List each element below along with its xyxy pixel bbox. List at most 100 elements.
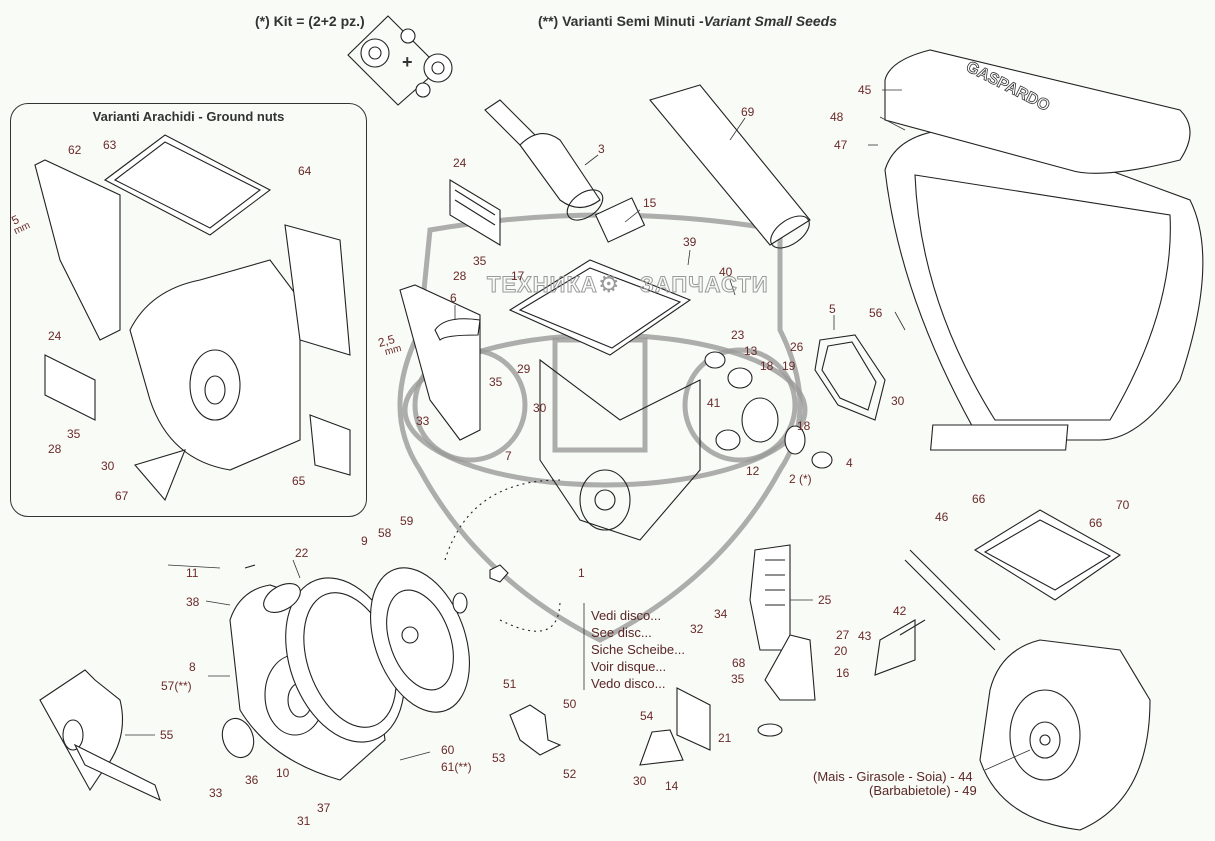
cover-25 (749, 544, 926, 737)
gear-set (704, 351, 833, 469)
part-label: 47 (834, 138, 848, 152)
part-label: 32 (690, 622, 704, 636)
part-label: 51 (503, 677, 517, 691)
part-label: 39 (683, 235, 697, 249)
part-label: 23 (731, 328, 745, 342)
part-label: 11 (186, 566, 199, 580)
part-label: 12 (746, 464, 760, 478)
part-label: 40 (719, 265, 733, 279)
part-label: 30 (891, 394, 905, 408)
tube-3 (484, 99, 646, 243)
part-label: 30 (533, 401, 547, 415)
part-label: 62 (68, 143, 82, 157)
part-label: 20 (834, 644, 848, 658)
part-label: 42 (893, 604, 907, 618)
central-frame (508, 259, 701, 541)
part-label: 30 (101, 459, 115, 473)
part-label: 13 (744, 344, 758, 358)
gear-kit-icon: + (347, 15, 453, 106)
part-label: 56 (869, 306, 883, 320)
part-label: 69 (741, 105, 755, 119)
part-label: 60 (441, 743, 455, 757)
part-label: 37 (317, 801, 331, 815)
part-label: 61(**) (441, 760, 472, 774)
part-label: 26 (790, 340, 804, 354)
part-label: 24 (453, 156, 467, 170)
part-label: 3 (598, 142, 605, 156)
part-label: 10 (276, 766, 290, 780)
disc-note-es: Vedo disco... (591, 676, 666, 691)
metering-unit-44 (904, 509, 1151, 831)
seed-disc (444, 479, 561, 632)
part-label: 36 (245, 773, 259, 787)
part-label: 66 (972, 492, 986, 506)
part-label: 48 (830, 110, 844, 124)
part-label: 68 (732, 656, 746, 670)
part-label: 16 (836, 666, 850, 680)
leader-lines (125, 89, 1031, 771)
disc-note: Vedi disco... See disc... Siche Scheibe.… (591, 607, 685, 692)
part-label: 14 (665, 779, 679, 793)
part-label: 53 (492, 751, 506, 765)
part-label: 50 (563, 697, 577, 711)
part-label: 29 (517, 362, 531, 376)
part-label: 28 (453, 269, 467, 283)
watermark-right-text: ЗАПЧАСТИ (640, 272, 769, 298)
part-label: 57(**) (161, 679, 192, 693)
groundnut-variant-drawing (34, 134, 351, 502)
part-label: 9 (361, 534, 368, 548)
disc-note-de: Siche Scheibe... (591, 642, 685, 657)
part-label: 64 (298, 164, 312, 178)
part-label: 6 (450, 291, 457, 305)
part-label: 4 (846, 456, 853, 470)
variant-note-line1: (Mais - Girasole - Soia) - 44 (813, 769, 973, 784)
variant-english: Variant Small Seeds (703, 13, 838, 29)
part-label: 8 (189, 660, 196, 674)
part-label: 38 (186, 595, 200, 609)
part-label: 1 (578, 566, 585, 580)
part-label: 28 (48, 442, 62, 456)
watermark-left-text: ТЕХНИКА (487, 272, 598, 298)
part-label: 43 (858, 629, 872, 643)
part-label: 70 (1116, 498, 1130, 512)
part-label: 22 (295, 546, 309, 560)
part-label: 35 (731, 672, 745, 686)
part-label: 19 (782, 359, 796, 373)
gear-icon: ⚙ (598, 271, 620, 298)
part-label: 2 (*) (789, 472, 812, 486)
part-label: 63 (103, 138, 117, 152)
part-label: 34 (714, 607, 728, 621)
part-label: 35 (67, 427, 81, 441)
part-label: 33 (416, 414, 430, 428)
small-parts (509, 687, 711, 766)
part-label: 65 (292, 474, 306, 488)
gasket-5 (814, 334, 886, 421)
part-label: 18 (760, 359, 774, 373)
disc-note-fr: Voir disque... (591, 659, 667, 674)
part-label: 66 (1089, 516, 1103, 530)
disc-note-it: Vedi disco... (591, 608, 662, 623)
part-label: 18 (797, 419, 811, 433)
groundnut-variant-inset: Varianti Arachidi - Ground nuts (10, 103, 367, 517)
part-label: 33 (209, 786, 223, 800)
part-label: 30 (633, 774, 647, 788)
inset-title: Varianti Arachidi - Ground nuts (92, 109, 285, 124)
part-label: 67 (115, 489, 129, 503)
part-label: 52 (563, 767, 577, 781)
part-label: 55 (160, 728, 174, 742)
hopper-assembly: GASPARDO (884, 49, 1204, 451)
cover-24 (449, 179, 501, 246)
variant-prefix: (**) Varianti Semi Minuti - (538, 13, 704, 29)
part-label: 5 (829, 302, 836, 316)
watermark-shield (397, 212, 808, 643)
part-label: 35 (473, 254, 487, 268)
part-label: 15 (643, 196, 657, 210)
part-label: 59 (400, 514, 414, 528)
part-label: 24 (48, 329, 62, 343)
part-label: 31 (297, 814, 311, 828)
svg-text:+: + (402, 52, 413, 72)
part-label: 7 (505, 449, 512, 463)
part-label: 41 (707, 396, 721, 410)
